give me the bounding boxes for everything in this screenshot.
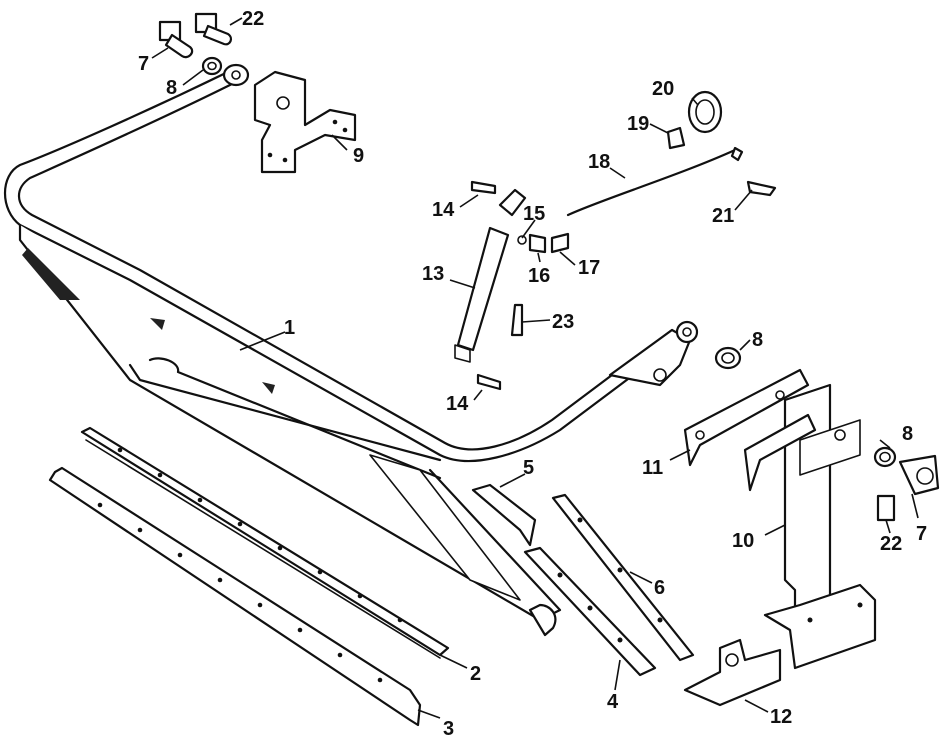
callout-7-top: 7 (138, 53, 149, 75)
callout-23: 23 (552, 311, 574, 333)
part-10-vertical-post (763, 383, 877, 670)
part-11-bracket-rail (683, 368, 846, 492)
callout-12: 12 (770, 706, 792, 728)
part-2-long-strip (80, 426, 450, 659)
part-21-clamp (746, 180, 777, 197)
part-22-plate-right (876, 494, 896, 522)
part-18-hose (566, 146, 744, 217)
callout-1: 1 (284, 317, 295, 339)
callout-2: 2 (470, 663, 481, 685)
callout-8-right: 8 (902, 423, 913, 445)
leader-lines (151, 17, 919, 719)
callout-21: 21 (712, 205, 734, 227)
part-8-washer-right (873, 446, 897, 468)
callout-3: 3 (443, 718, 454, 740)
callout-9: 9 (353, 145, 364, 167)
callout-14-upper: 14 (432, 199, 455, 221)
callout-6: 6 (654, 577, 665, 599)
part-6-angle-plate (551, 493, 695, 662)
strip-holes (97, 447, 403, 683)
callout-14-lower: 14 (446, 393, 469, 415)
part-9-mount-bracket (253, 70, 357, 174)
part-8-washer-mid (714, 346, 742, 370)
callout-7-right: 7 (916, 523, 927, 545)
callout-19: 19 (627, 113, 649, 135)
part-19-clip (666, 126, 686, 150)
callout-4: 4 (607, 691, 619, 713)
part-23-small-clip (510, 303, 524, 337)
part-3-long-strip (48, 466, 422, 727)
callout-8-top: 8 (166, 77, 177, 99)
part-1-main-frame (3, 63, 699, 637)
part-20-coil-spring (687, 90, 723, 134)
callout-16: 16 (528, 265, 550, 287)
callout-10: 10 (732, 530, 754, 552)
callout-17: 17 (578, 257, 600, 279)
part-4-angle-plate (523, 546, 657, 677)
callout-5: 5 (523, 457, 534, 479)
callout-15: 15 (523, 203, 545, 225)
callout-11: 11 (642, 457, 663, 479)
part-14-pin-lower (476, 373, 502, 391)
part-13-hydraulic-cylinder (454, 188, 527, 363)
part-7-pin-top (158, 20, 194, 59)
part-15-16-17-fittings (517, 232, 570, 254)
part-14-pin-upper (470, 180, 497, 195)
part-5-bracket (471, 483, 537, 547)
callout-labels: 1 2 3 4 5 6 7 7 8 8 8 9 10 11 12 13 14 1… (138, 8, 927, 740)
callout-22-right: 22 (880, 533, 902, 555)
callout-22-top: 22 (242, 8, 264, 30)
callout-20: 20 (652, 78, 674, 100)
part-22-plate-top (194, 12, 233, 46)
callout-18: 18 (588, 151, 610, 173)
part-7-pin-right (898, 454, 940, 496)
part-8-washer-top (201, 56, 223, 76)
part-12-bottom-bracket (683, 638, 782, 707)
callout-13: 13 (422, 263, 444, 285)
callout-8-mid: 8 (752, 329, 763, 351)
